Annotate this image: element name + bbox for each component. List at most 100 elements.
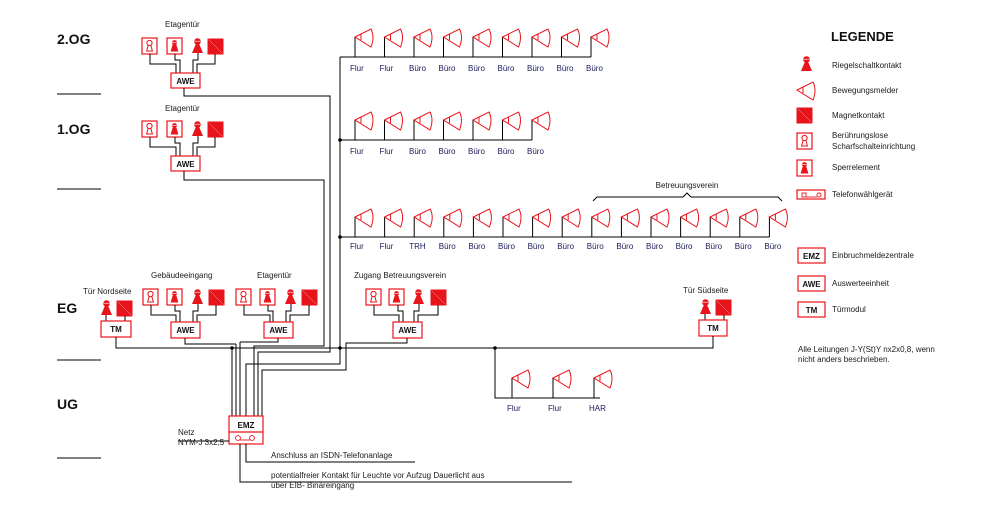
bewegungsmelder-icon — [413, 28, 433, 48]
detector-label: Flur — [380, 147, 394, 156]
detector-label: Flur — [507, 404, 521, 413]
awe-unit — [170, 155, 201, 172]
bewegungsmelder-icon — [709, 208, 729, 228]
bewegungsmelder-icon — [354, 28, 374, 48]
detector-label: TRH — [409, 242, 426, 251]
bewegungsmelder-icon — [561, 208, 581, 228]
detector-label: Büro — [586, 64, 603, 73]
door-group-title: Etagentür — [165, 20, 200, 29]
riegelschaltkontakt-icon — [191, 288, 204, 305]
detector-label: Flur — [350, 64, 364, 73]
detector-label: Flur — [380, 64, 394, 73]
bewegungsmelder-icon — [768, 208, 788, 228]
scharfschalteinrichtung-icon — [365, 288, 382, 306]
bewegungsmelder-icon — [561, 28, 580, 48]
riegelschaltkontakt-icon — [191, 120, 204, 137]
legend-unit-abbr: EMZ — [803, 252, 820, 261]
bewegungsmelder-icon — [472, 208, 492, 228]
detector-label: Büro — [557, 64, 574, 73]
magnetkontakt-icon — [116, 300, 133, 317]
legend: LEGENDE Riegelschaltkontakt Bewegungsmel… — [796, 29, 935, 364]
bewegungsmelder-icon — [532, 208, 552, 228]
legend-item-label: Magnetkontakt — [832, 111, 885, 120]
detector-label: Flur — [380, 242, 394, 251]
door-group-title: Etagentür — [165, 104, 200, 113]
contact-label: potentialfreier Kontakt für Leuchte vor … — [271, 471, 484, 480]
door-group-title: Tür Nordseite — [83, 287, 132, 296]
awe-label: AWE — [176, 326, 195, 335]
detector-label: Büro — [468, 242, 485, 251]
legend-unit-abbr: TM — [806, 306, 818, 315]
awe-label: AWE — [398, 326, 417, 335]
awe-label: AWE — [176, 77, 195, 86]
door-group-gebaeudeeingang: Gebäudeeingang AWE — [142, 271, 225, 339]
detector-label: Büro — [498, 242, 515, 251]
floor-label-2og: 2.OG — [57, 31, 91, 47]
door-group-2og: Etagentür AWE — [141, 20, 224, 89]
magnetkontakt-icon — [430, 289, 447, 306]
legend-note: Alle Leitungen J-Y(St)Y nx2x0,8, wenn — [798, 345, 935, 354]
contact-label-2: über EIB- Binäreingang — [271, 481, 354, 490]
wiring — [115, 57, 714, 416]
detector-label: Büro — [527, 147, 544, 156]
scharfschalteinrichtung-icon — [142, 288, 159, 306]
detector-label: Büro — [557, 242, 574, 251]
bewegungsmelder-icon — [472, 28, 492, 48]
bewegungsmelder-icon — [472, 111, 492, 131]
bewegungsmelder-icon — [796, 81, 816, 101]
awe-label: AWE — [269, 326, 288, 335]
bewegungsmelder-icon — [502, 208, 522, 228]
legend-item-label: Riegelschaltkontakt — [832, 61, 902, 70]
awe-legend-box — [797, 275, 826, 292]
bewegungsmelder-icon — [354, 111, 374, 131]
sperrelement-icon — [166, 288, 183, 306]
detector-label: Büro — [468, 147, 485, 156]
detector-label: Büro — [764, 242, 781, 251]
awe-unit — [170, 72, 201, 89]
door-group-zugang-betreuungsverein: Zugang Betreuungsverein AWE — [354, 271, 447, 339]
door-group-1og: Etagentür AWE — [141, 104, 224, 172]
magnetkontakt-icon — [715, 299, 732, 316]
bewegungsmelder-icon — [511, 369, 531, 389]
legend-item-label-2: Scharfschalteinrichtung — [832, 142, 915, 151]
detector-label: Büro — [498, 147, 515, 156]
isdn-label: Anschluss an ISDN-Telefonanlage — [271, 451, 393, 460]
floor-label-1og: 1.OG — [57, 121, 91, 137]
bewegungsmelder-icon — [502, 28, 521, 48]
magnetkontakt-icon — [301, 289, 318, 306]
floor-label-ug: UG — [57, 396, 78, 412]
emz-legend-box — [797, 247, 826, 264]
detector-label: Flur — [548, 404, 562, 413]
tm-label: TM — [707, 324, 719, 333]
bewegungsmelder-icon — [384, 28, 403, 48]
detector-label: Flur — [350, 242, 364, 251]
telefonwaehlgeraet-icon — [796, 189, 826, 200]
bewegungsmelder-icon — [593, 369, 613, 389]
bewegungsmelder-icon — [443, 28, 462, 48]
detector-label: Büro — [528, 242, 545, 251]
bewegungsmelder-icon — [531, 111, 551, 131]
riegelschaltkontakt-icon — [191, 37, 204, 54]
floor-label-eg: EG — [57, 300, 77, 316]
detector-label: Büro — [439, 147, 456, 156]
legend-item-label: Telefonwählgerät — [832, 190, 893, 199]
bewegungsmelder-icon — [443, 111, 462, 131]
riegelschaltkontakt-icon — [100, 299, 113, 316]
scharfschalteinrichtung-icon — [141, 37, 158, 55]
emz-central-unit: EMZ Netz NYM-J 3x2,5 Anschluss an ISDN-T… — [178, 415, 572, 490]
bewegungsmelder-icon — [413, 208, 433, 228]
bewegungsmelder-icon — [354, 208, 374, 228]
detector-label: HAR — [589, 404, 606, 413]
sperrelement-icon — [166, 120, 183, 138]
door-group-title: Etagentür — [257, 271, 292, 280]
legend-unit-label: Auswerteeinheit — [832, 279, 890, 288]
detector-label: Flur — [350, 147, 364, 156]
bewegungsmelder-icon — [413, 111, 433, 131]
bewegungsmelder-icon — [620, 208, 640, 228]
floor-labels: 2.OG 1.OG EG UG — [57, 31, 101, 459]
legend-item-label: Berührungslose — [832, 131, 889, 140]
legend-note-2: nicht anders beschrieben. — [798, 355, 890, 364]
bewegungsmelder-icon — [384, 208, 404, 228]
legend-unit-abbr: AWE — [802, 280, 821, 289]
